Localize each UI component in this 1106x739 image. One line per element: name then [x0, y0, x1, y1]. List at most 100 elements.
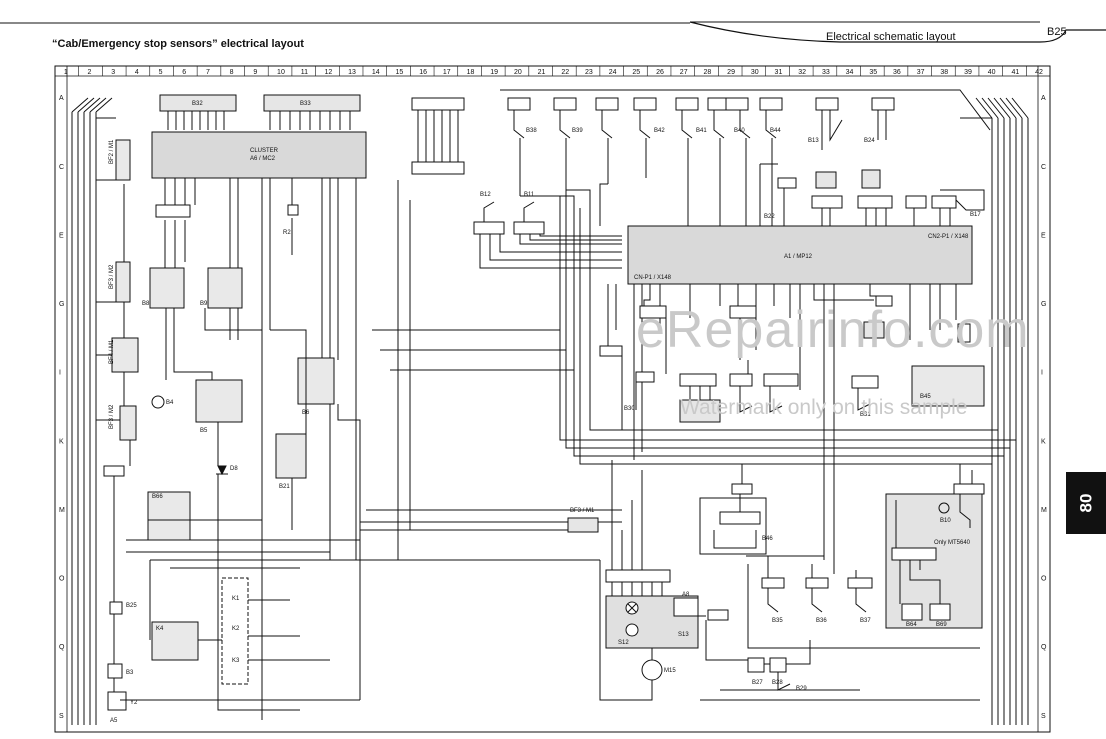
column-label: 26 — [656, 69, 664, 76]
b33-block — [263, 94, 361, 112]
b9-block — [207, 267, 243, 309]
row-label: Q — [1041, 644, 1047, 651]
column-label: 31 — [775, 69, 783, 76]
mt5640-connector — [891, 547, 937, 561]
bf4-label: BF4 / M1 — [109, 339, 115, 364]
b41-label: B41 — [696, 128, 707, 134]
b45-label: B45 — [920, 394, 931, 400]
s13-label: S13 — [678, 632, 689, 638]
cluster-block — [151, 131, 367, 179]
k1-label: K1 — [232, 596, 240, 602]
column-label: 17 — [443, 69, 451, 76]
b32-label: B32 — [192, 101, 203, 107]
b10-label: B10 — [940, 518, 951, 524]
b17-label: B17 — [970, 212, 981, 218]
fuse-center — [567, 517, 599, 533]
column-label: 28 — [703, 69, 711, 76]
row-label: A — [59, 95, 64, 102]
section-tab: 80 — [1066, 472, 1106, 534]
b29-label: B29 — [796, 686, 807, 692]
a8-block — [673, 597, 699, 617]
column-label: 3 — [111, 69, 115, 76]
k-relay-bank — [221, 577, 249, 685]
fuse-center-wires — [360, 521, 622, 531]
column-label: 38 — [940, 69, 948, 76]
y2-valve — [107, 691, 127, 711]
b44-label: B44 — [770, 128, 781, 134]
bf3-fuse — [115, 261, 131, 303]
b5-label: B5 — [200, 428, 208, 434]
bf2-fuse — [115, 139, 131, 181]
column-label: 30 — [751, 69, 759, 76]
b22-label: B22 — [764, 214, 775, 220]
b46-connector — [719, 511, 761, 525]
b4-sensor — [151, 395, 165, 409]
k4-label: K4 — [156, 626, 164, 632]
x-top-connector — [411, 97, 465, 111]
b29-connector — [769, 657, 787, 673]
b27-label: B27 — [752, 680, 763, 686]
column-label: 9 — [253, 69, 257, 76]
cn-right-label: CN2-P1 / X148 — [928, 234, 969, 240]
row-label: M — [1041, 507, 1047, 514]
column-label: 39 — [964, 69, 972, 76]
row-label: G — [59, 301, 64, 308]
column-label: 5 — [159, 69, 163, 76]
row-label: S — [59, 713, 64, 720]
bf2-label: BF2 / M1 — [109, 139, 115, 164]
b12-connector — [473, 221, 505, 235]
row-label: M — [59, 507, 65, 514]
bf4-fuse — [111, 337, 139, 373]
b11-connector — [513, 221, 545, 235]
cn-left-label: CN-P1 / X148 — [634, 275, 672, 281]
column-label: 36 — [893, 69, 901, 76]
b32-b33-wires — [167, 111, 351, 130]
column-label: 35 — [869, 69, 877, 76]
b11-label: B11 — [524, 192, 535, 198]
row-label: O — [1041, 576, 1047, 583]
column-label: 2 — [88, 69, 92, 76]
watermark-text: eRepairinfo.com — [636, 301, 1030, 359]
b21-label: B21 — [279, 484, 290, 490]
x-bottom-connector — [605, 569, 671, 583]
b5-block — [195, 379, 243, 423]
a5-label: A5 — [110, 718, 118, 724]
column-label: 37 — [917, 69, 925, 76]
bottom-long-wire — [700, 689, 980, 701]
b46-top-connector — [731, 483, 753, 495]
b4-label: B4 — [166, 400, 174, 406]
column-label: 19 — [490, 69, 498, 76]
cluster-sub-label: A6 / MC2 — [250, 156, 276, 162]
column-label: 1 — [64, 69, 68, 76]
column-label: 21 — [538, 69, 546, 76]
b3-label: B3 — [126, 670, 134, 676]
column-label: 25 — [632, 69, 640, 76]
mid-left-wiring — [96, 117, 370, 720]
column-label: 41 — [1011, 69, 1019, 76]
b42-label: B42 — [654, 128, 665, 134]
column-label: 27 — [680, 69, 688, 76]
b3-switch — [107, 663, 123, 679]
column-label: 16 — [419, 69, 427, 76]
column-label: 29 — [727, 69, 735, 76]
column-label: 24 — [609, 69, 617, 76]
b10-wires — [959, 464, 973, 528]
cluster-label: CLUSTER — [250, 148, 279, 154]
b6-block — [297, 357, 335, 405]
m15-label: M15 — [664, 668, 676, 674]
b64-label: B64 — [906, 622, 917, 628]
column-label: 8 — [230, 69, 234, 76]
b66-block — [147, 491, 191, 541]
b69-block — [929, 603, 951, 621]
column-label: 14 — [372, 69, 380, 76]
column-label: 6 — [182, 69, 186, 76]
a1-controller — [627, 225, 973, 285]
b38-label: B38 — [526, 128, 537, 134]
d8-diode — [216, 465, 228, 476]
bottom-center-wires — [599, 460, 706, 701]
a1-outputs — [607, 284, 957, 574]
b30-label: B30 — [624, 406, 635, 412]
b11-b12-wires — [479, 201, 622, 269]
mt5640-label: Only MT5640 — [934, 540, 971, 546]
